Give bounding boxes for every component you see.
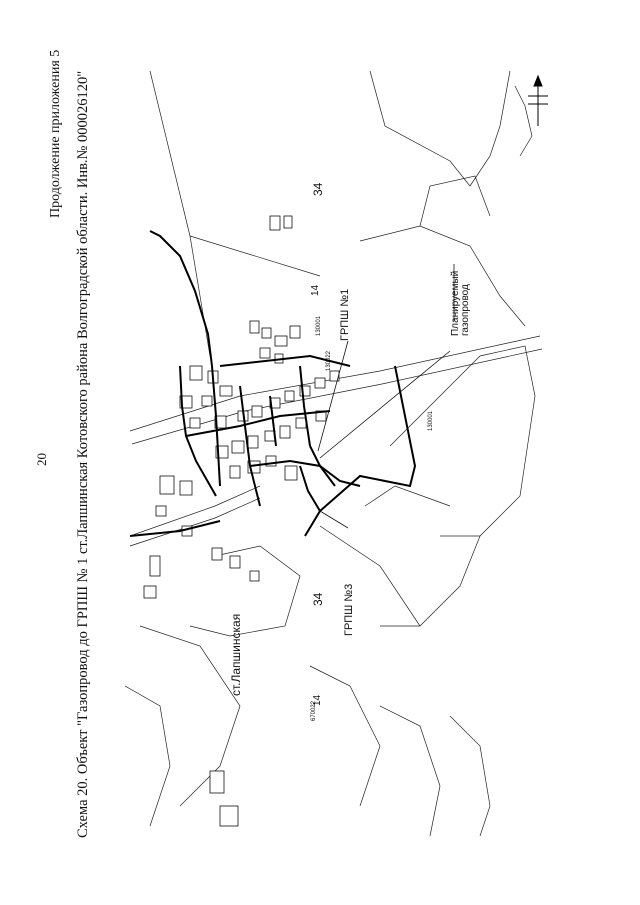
appendix-note: Продолжение приложения 5 <box>48 49 63 218</box>
leader-lines <box>317 264 455 529</box>
page-number: 20 <box>34 453 49 466</box>
map-caption: Схема 20. Объект "Газопровод до ГРПШ № 1… <box>75 70 91 838</box>
label-planned-gas-line-2: газопровод <box>460 284 471 336</box>
north-arrow <box>528 74 548 126</box>
label-cadastral-d: 130001 <box>428 410 434 431</box>
label-block-34-b: 34 <box>311 592 325 606</box>
parcel-boundaries <box>124 70 543 837</box>
label-block-14-a: 14 <box>310 284 321 296</box>
label-block-34-a: 34 <box>311 182 325 196</box>
map-labels: ст.Лапшинская ГРПШ №1 ГРПШ №3 Планируемы… <box>229 182 471 721</box>
label-cadastral-c: 130022 <box>326 350 332 371</box>
label-cadastral-b: 670022 <box>311 700 317 721</box>
label-settlement: ст.Лапшинская <box>229 614 243 696</box>
building-footprints <box>143 215 340 827</box>
label-block-14-b: 14 <box>312 694 323 706</box>
label-grpsh3: ГРПШ №3 <box>343 584 355 636</box>
label-cadastral-a: 130001 <box>316 315 322 336</box>
gas-pipeline-map: ст.Лапшинская ГРПШ №1 ГРПШ №3 Планируемы… <box>124 70 548 837</box>
gas-pipeline-route <box>129 230 417 537</box>
label-planned-gas-line-1: Планируемый <box>450 271 461 336</box>
label-grpsh1: ГРПШ №1 <box>339 289 351 341</box>
